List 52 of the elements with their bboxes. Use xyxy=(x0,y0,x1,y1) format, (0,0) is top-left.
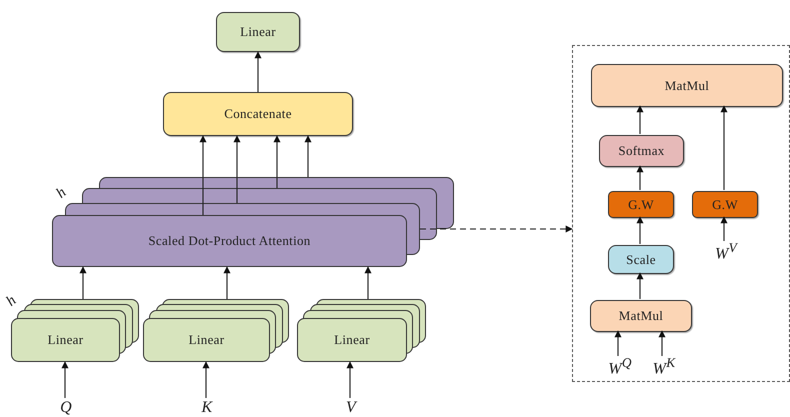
box-label: Scaled Dot-Product Attention xyxy=(148,233,311,249)
arrow xyxy=(364,266,372,299)
arrow xyxy=(636,216,644,244)
box-label: G.W xyxy=(712,196,738,212)
arrow xyxy=(636,165,644,190)
box-label: Linear xyxy=(240,24,276,40)
arrow xyxy=(346,361,354,398)
arrow xyxy=(234,135,240,203)
box-label: Linear xyxy=(188,332,224,348)
variable-label: W$^{V}$ xyxy=(714,240,738,264)
process-box xyxy=(590,300,692,332)
head-count-label: h xyxy=(4,293,20,310)
arrow xyxy=(200,135,206,215)
process-box xyxy=(599,135,684,167)
arrow xyxy=(304,135,312,177)
process-box xyxy=(692,191,758,218)
box-label: MatMul xyxy=(618,308,664,324)
arrow xyxy=(202,361,210,398)
arrow xyxy=(614,330,622,356)
arrow xyxy=(636,272,644,299)
box-label: Linear xyxy=(48,332,84,348)
arrow xyxy=(254,51,262,92)
process-box xyxy=(608,191,674,218)
stacked-box xyxy=(52,177,454,267)
box-label: Scale xyxy=(626,252,656,268)
variable-label: W$^{K}$ xyxy=(652,355,676,379)
arrow xyxy=(658,330,666,356)
box-label: Linear xyxy=(334,332,370,348)
arrow xyxy=(420,226,573,232)
box-label: Softmax xyxy=(618,143,665,159)
variable-label: V xyxy=(346,398,356,416)
variable-label: Q xyxy=(60,398,72,416)
arrow xyxy=(224,266,230,299)
box-label: G.W xyxy=(628,196,654,212)
box-label: Concatenate xyxy=(224,106,292,122)
arrow xyxy=(80,266,86,299)
stacked-box xyxy=(297,299,426,362)
process-box xyxy=(591,64,783,107)
arrow xyxy=(636,105,644,134)
arrow xyxy=(720,216,728,241)
detail-panel xyxy=(572,45,790,382)
variable-label: W$^{Q}$ xyxy=(608,355,632,379)
process-box xyxy=(608,245,674,274)
head-count-label: h xyxy=(54,185,70,202)
stacked-box xyxy=(143,299,289,362)
variable-label: K xyxy=(202,398,212,416)
arrow xyxy=(274,135,280,188)
arrow xyxy=(62,361,68,398)
process-box xyxy=(216,12,300,52)
arrow xyxy=(720,105,728,190)
box-label: MatMul xyxy=(664,78,710,94)
process-box xyxy=(163,92,353,136)
